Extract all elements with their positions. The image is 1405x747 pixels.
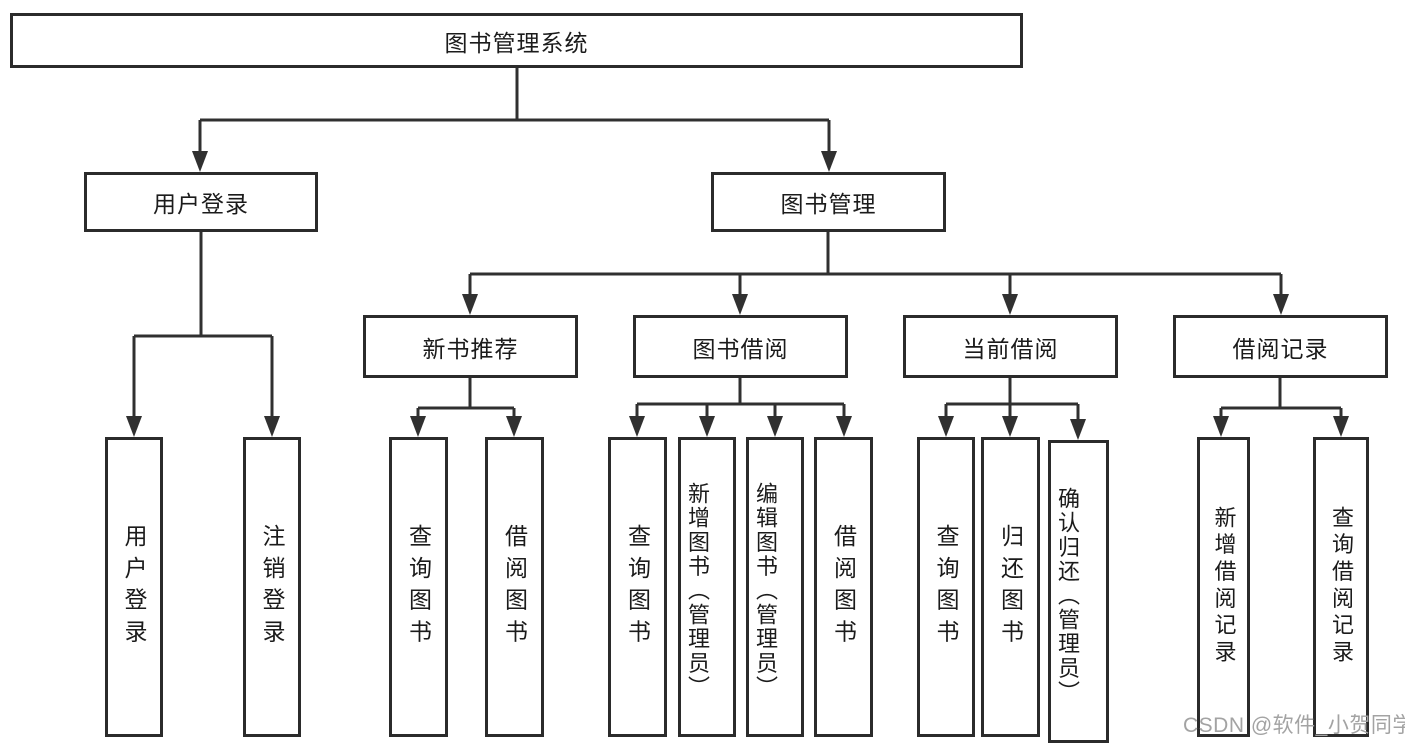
node-book-borrowing: 图书借阅 bbox=[633, 315, 848, 378]
node-current-borrowing: 当前借阅 bbox=[903, 315, 1118, 378]
leaf-current-query-books-label: 查询图书 bbox=[933, 523, 959, 651]
leaf-confirm-return-admin: 确认归还（管理员） bbox=[1048, 440, 1109, 743]
leaf-user-login-label: 用户登录 bbox=[121, 523, 147, 651]
leaf-add-borrow-record-label: 新增借阅记录 bbox=[1211, 506, 1237, 668]
node-borrowing-records: 借阅记录 bbox=[1173, 315, 1388, 378]
leaf-logout-label: 注销登录 bbox=[259, 523, 285, 651]
leaf-query-borrow-record-label: 查询借阅记录 bbox=[1329, 506, 1354, 668]
leaf-borrowing-borrow-books: 借阅图书 bbox=[814, 437, 873, 737]
node-new-book-recommend: 新书推荐 bbox=[363, 315, 578, 378]
csdn-watermark: CSDN @软件_小贺同学 bbox=[1183, 714, 1405, 737]
leaf-current-query-books: 查询图书 bbox=[917, 437, 975, 737]
leaf-user-login: 用户登录 bbox=[105, 437, 163, 737]
node-book-management-label: 图书管理 bbox=[780, 191, 877, 217]
leaf-return-books-label: 归还图书 bbox=[997, 523, 1024, 651]
leaf-add-book-admin-label: 新增图书（管理员） bbox=[685, 482, 710, 700]
leaf-borrowing-query-books: 查询图书 bbox=[608, 437, 667, 737]
node-book-management: 图书管理 bbox=[711, 172, 946, 232]
leaf-recommend-borrow-books: 借阅图书 bbox=[485, 437, 544, 737]
leaf-recommend-borrow-books-label: 借阅图书 bbox=[501, 523, 528, 651]
leaf-add-borrow-record: 新增借阅记录 bbox=[1197, 437, 1250, 737]
leaf-borrowing-query-books-label: 查询图书 bbox=[624, 523, 651, 651]
leaf-confirm-return-admin-label: 确认归还（管理员） bbox=[1055, 486, 1080, 705]
node-user-login-label: 用户登录 bbox=[153, 191, 249, 217]
node-new-book-recommend-label: 新书推荐 bbox=[422, 335, 519, 362]
leaf-recommend-query-books-label: 查询图书 bbox=[405, 523, 432, 651]
leaf-borrowing-borrow-books-label: 借阅图书 bbox=[830, 523, 857, 651]
node-root-label: 图书管理系统 bbox=[444, 29, 589, 56]
node-book-borrowing-label: 图书借阅 bbox=[692, 335, 789, 362]
leaf-recommend-query-books: 查询图书 bbox=[389, 437, 448, 737]
leaf-query-borrow-record: 查询借阅记录 bbox=[1313, 437, 1369, 737]
leaf-edit-book-admin: 编辑图书（管理员） bbox=[746, 437, 804, 737]
node-current-borrowing-label: 当前借阅 bbox=[962, 335, 1059, 362]
node-user-login: 用户登录 bbox=[84, 172, 318, 232]
leaf-add-book-admin: 新增图书（管理员） bbox=[678, 437, 736, 737]
leaf-edit-book-admin-label: 编辑图书（管理员） bbox=[753, 482, 778, 700]
node-root-system: 图书管理系统 bbox=[10, 13, 1023, 68]
arrowhead-icons bbox=[126, 151, 1349, 440]
leaf-logout: 注销登录 bbox=[243, 437, 301, 737]
leaf-return-books: 归还图书 bbox=[981, 437, 1040, 737]
node-borrowing-records-label: 借阅记录 bbox=[1232, 335, 1329, 362]
